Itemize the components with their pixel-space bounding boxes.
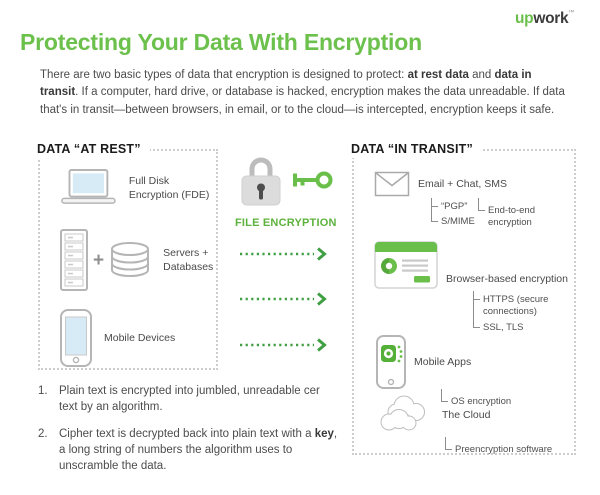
pgp-item: “PGP” (430, 198, 472, 214)
servers-databases-icon: + (60, 229, 151, 291)
email-row: Email + Chat, SMS (374, 171, 553, 197)
intro-seg3: . If a computer, hard drive, or database… (40, 86, 565, 116)
note-2-bold: key (314, 427, 334, 440)
smime-item: S/MIME (430, 213, 475, 228)
email-subtree: “PGP” S/MIME End-to-end encryption (430, 198, 553, 230)
browser-subtree: HTTPS (secure connections) SSL, TLS (472, 291, 584, 334)
https-item: HTTPS (secure connections) (472, 291, 584, 319)
mobile-app-phone-icon (376, 335, 406, 389)
mobile-devices-row: Mobile Devices (40, 309, 216, 367)
note-1-pre: Plain text is encrypted into jumbled, un… (59, 385, 320, 414)
preencryption-item: Preencryption software (444, 437, 552, 456)
plus-icon: + (93, 249, 105, 271)
data-in-transit-header: DATA “IN TRANSIT” (351, 142, 482, 158)
end-to-end-item: End-to-end encryption (477, 198, 553, 230)
servers-databases-label: Servers + Databases (163, 246, 214, 273)
full-disk-encryption-label: Full Disk Encryption (FDE) (128, 174, 210, 201)
upwork-logo-work: work (533, 10, 569, 27)
lock-and-key-group (235, 153, 335, 207)
note-2-number: 2. (38, 427, 48, 440)
cloud-subtree: Preencryption software (444, 437, 552, 456)
cloud-label: The Cloud (442, 409, 491, 421)
dotted-arrow-icon (240, 247, 327, 261)
upwork-logo: upwork™ (515, 10, 574, 28)
browser-label: Browser-based encryption (446, 273, 568, 285)
mobile-apps-row: Mobile Apps (376, 335, 511, 389)
mobile-apps-subtree: OS encryption (440, 389, 511, 408)
mobile-apps-label: Mobile Apps (414, 356, 472, 368)
mobile-device-icon (60, 309, 92, 367)
mobile-apps-group: Mobile Apps OS encryption (376, 335, 511, 408)
data-in-transit-box: DATA “IN TRANSIT” Email + Chat, SMS “PGP… (351, 142, 576, 456)
note-2-pre: Cipher text is decrypted back into plain… (59, 427, 315, 440)
cloud-icon (380, 395, 425, 431)
browser-group: Browser-based encryption HTTPS (secure c… (374, 241, 584, 334)
database-icon (111, 242, 150, 277)
intro-bold-at-rest: at rest data (407, 69, 469, 81)
dotted-arrow-icon (240, 292, 327, 306)
browser-window-icon (374, 241, 438, 289)
laptop-icon (61, 169, 116, 204)
os-encryption-item: OS encryption (440, 389, 511, 408)
note-1: 1. Plain text is encrypted into jumbled,… (38, 383, 338, 416)
file-encryption-column: FILE ENCRYPTION (235, 153, 337, 352)
lock-icon (241, 157, 281, 206)
email-label: Email + Chat, SMS (418, 178, 507, 190)
note-1-number: 1. (38, 385, 48, 397)
cloud-group: The Cloud Preencryption software (376, 393, 552, 456)
intro-paragraph: There are two basic types of data that e… (40, 67, 565, 119)
upwork-logo-up: up (514, 10, 534, 27)
note-1-text: Plain text is encrypted into jumbled, un… (59, 383, 338, 416)
file-encryption-label: FILE ENCRYPTION (235, 217, 337, 229)
server-rack-icon (60, 229, 88, 291)
mobile-devices-label: Mobile Devices (104, 331, 176, 344)
note-2: 2. Cipher text is decrypted back into pl… (38, 426, 338, 475)
intro-seg2: and (468, 69, 495, 81)
notes-list: 1. Plain text is encrypted into jumbled,… (38, 383, 338, 485)
trademark-mark: ™ (568, 10, 574, 16)
full-disk-encryption-row: Full Disk Encryption (FDE) (40, 167, 216, 209)
envelope-icon (374, 171, 410, 197)
intro-seg1: There are two basic types of data that e… (40, 69, 408, 81)
page-title: Protecting Your Data With Encryption (20, 29, 422, 55)
note-2-post: , a long string of numbers the algorithm… (59, 427, 338, 473)
email-subtree-right: End-to-end encryption (477, 198, 553, 230)
data-at-rest-header: DATA “AT REST” (37, 142, 150, 158)
note-2-text: Cipher text is decrypted back into plain… (59, 426, 338, 475)
browser-row: Browser-based encryption (374, 241, 584, 289)
intro-bold-in-transit: data in transit (40, 69, 532, 99)
email-subtree-left: “PGP” S/MIME (430, 198, 475, 230)
ssl-tls-item: SSL, TLS (472, 318, 584, 334)
cloud-row: The Cloud (376, 393, 552, 437)
key-icon (293, 171, 333, 189)
servers-databases-row: + Servers + Databases (40, 229, 216, 291)
data-at-rest-box: DATA “AT REST” Full Disk Encryption (FDE… (37, 142, 218, 370)
email-group: Email + Chat, SMS “PGP” S/MIME End-to-en… (374, 171, 553, 230)
dotted-arrow-icon (240, 338, 327, 352)
